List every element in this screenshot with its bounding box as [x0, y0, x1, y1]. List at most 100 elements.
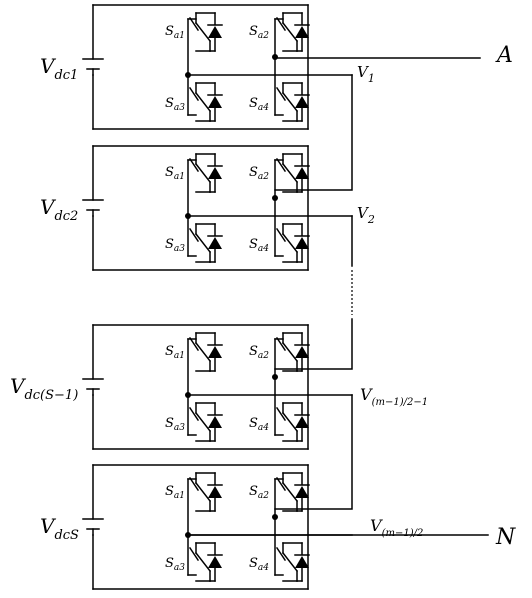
- switch-blade: [281, 341, 299, 363]
- switch-gate: [275, 157, 287, 173]
- switch-label-sub: a3: [174, 244, 185, 254]
- switch-blade: [194, 162, 212, 184]
- switch-label-sub: a3: [174, 423, 185, 433]
- switch-label-a4: Sa4: [249, 96, 269, 113]
- switch-gate: [188, 86, 200, 102]
- terminal-N: N: [495, 525, 516, 550]
- switch-blade: [194, 481, 212, 503]
- switch-label-main: S: [249, 484, 258, 499]
- node-label-4-main: V: [370, 516, 383, 535]
- switch-label-sub: a2: [258, 491, 269, 501]
- switch-label-a2: Sa2: [249, 24, 269, 41]
- switch-gate: [188, 227, 200, 243]
- switch-blade: [281, 481, 299, 503]
- switch-gate: [188, 546, 200, 562]
- diode-triangle: [295, 556, 309, 568]
- switch-label-a4: Sa4: [249, 237, 269, 254]
- switch-label-sub: a1: [174, 31, 185, 41]
- switch-gate: [275, 227, 287, 243]
- diode-triangle: [208, 556, 222, 568]
- switch-label-a4: Sa4: [249, 556, 269, 573]
- switch-label-a1: Sa1: [165, 165, 185, 182]
- switch-label-sub: a4: [258, 423, 269, 433]
- switch-blade: [194, 232, 212, 254]
- source-label-2: Vdc2: [40, 195, 78, 224]
- node-label-1: V1: [357, 63, 375, 85]
- node-label-4: V(m−1)/2: [370, 516, 423, 539]
- switch-label-main: S: [249, 416, 258, 431]
- switch-gate: [275, 336, 287, 352]
- node-label-4-sub: (m−1)/2: [382, 528, 424, 539]
- switch-label-a1: Sa1: [165, 24, 185, 41]
- switch-gate: [275, 406, 287, 422]
- switch-label-sub: a1: [174, 172, 185, 182]
- switch-label-main: S: [165, 96, 174, 111]
- switch-label-sub: a2: [258, 31, 269, 41]
- switch-gate: [275, 86, 287, 102]
- diode-triangle: [208, 96, 222, 108]
- junction-dot: [272, 514, 278, 520]
- switch-label-a2: Sa2: [249, 165, 269, 182]
- switch-label-a3: Sa3: [165, 96, 185, 113]
- diode-triangle: [295, 346, 309, 358]
- node-label-2: V2: [357, 204, 375, 226]
- switch-label-sub: a1: [174, 491, 185, 501]
- switch-label-sub: a3: [174, 563, 185, 573]
- labels: Vdc1Vdc2Vdc(S−1)VdcSV1V2V(m−1)/2−1V(m−1)…: [10, 43, 516, 550]
- switch-label-sub: a4: [258, 563, 269, 573]
- switch-gate: [188, 336, 200, 352]
- diode-triangle: [295, 486, 309, 498]
- junction-dot: [272, 54, 278, 60]
- source-label-3: Vdc(S−1): [10, 374, 78, 403]
- node-label-2-sub: 2: [367, 213, 375, 226]
- diode-triangle: [295, 96, 309, 108]
- junction-dot: [272, 195, 278, 201]
- diode-triangle: [295, 416, 309, 428]
- switch-label-a2: Sa2: [249, 484, 269, 501]
- switch-label-main: S: [165, 556, 174, 571]
- switch-blade: [281, 551, 299, 573]
- diode-triangle: [295, 237, 309, 249]
- switch-label-a3: Sa3: [165, 556, 185, 573]
- switch-blade: [281, 21, 299, 43]
- diode-triangle: [208, 237, 222, 249]
- switch-label-a4: Sa4: [249, 416, 269, 433]
- switch-label-main: S: [165, 344, 174, 359]
- switch-label-main: S: [249, 24, 258, 39]
- source-label-2-sub: dc2: [54, 209, 78, 224]
- node-label-3: V(m−1)/2−1: [360, 385, 428, 408]
- switch-label-sub: a2: [258, 172, 269, 182]
- switch-label-main: S: [249, 237, 258, 252]
- link-v-prev: [274, 318, 353, 370]
- switch-blade: [194, 21, 212, 43]
- switch-label-main: S: [165, 484, 174, 499]
- source-label-1-sub: dc1: [54, 68, 78, 83]
- source-label-2-main: V: [40, 195, 57, 219]
- switch-label-a2: Sa2: [249, 344, 269, 361]
- diode-triangle: [208, 486, 222, 498]
- terminal-A: A: [495, 43, 513, 68]
- node-label-1-sub: 1: [368, 72, 375, 85]
- source-label-4-main: V: [40, 514, 57, 538]
- node-label-3-sub: (m−1)/2−1: [372, 397, 429, 408]
- link-v-last: [274, 394, 353, 510]
- switch-gate: [275, 476, 287, 492]
- diode-triangle: [295, 26, 309, 38]
- source-label-1: Vdc1: [40, 54, 78, 83]
- switch-blade: [194, 341, 212, 363]
- switch-blade: [194, 91, 212, 113]
- node-label-1-main: V: [357, 63, 370, 81]
- node-label-2-main: V: [357, 204, 370, 222]
- switch-label-main: S: [249, 556, 258, 571]
- diode-triangle: [295, 167, 309, 179]
- link-v1: [274, 74, 353, 191]
- diode-triangle: [208, 416, 222, 428]
- switch-gate: [188, 476, 200, 492]
- source-label-3-main: V: [10, 374, 27, 398]
- switch-blade: [281, 411, 299, 433]
- switch-label-sub: a2: [258, 351, 269, 361]
